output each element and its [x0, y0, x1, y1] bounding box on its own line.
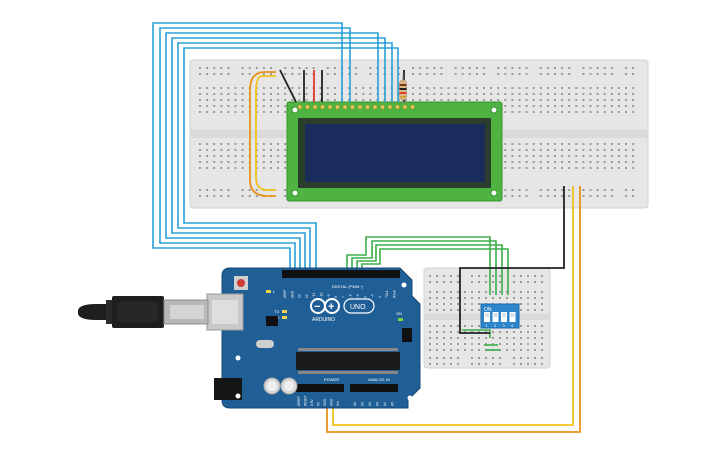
analog-header [350, 384, 398, 392]
pin-label: A5 [391, 402, 395, 406]
breadboard-holes [429, 275, 543, 365]
dip-number-2: 2 [494, 323, 497, 328]
dip-number-4: 4 [511, 323, 514, 328]
pin-label: A0 [353, 402, 357, 406]
dip-on-label: ON [484, 307, 492, 313]
pin-label: GND [323, 398, 327, 406]
led-tx-label: TX [274, 309, 279, 314]
pin-label: ~9 [327, 294, 331, 298]
pin-label: GND [330, 398, 334, 406]
pin-label: 3.3V [310, 399, 314, 406]
pin-label: RX◂0 [393, 290, 397, 298]
pin-label: 8 [334, 296, 338, 298]
pin-label: ~11 [312, 293, 316, 298]
breadboard-column-label: 1 [428, 86, 431, 91]
arduino-uno-board[interactable]: − + ARDUINO UNO DIGITAL (PWM~) POWER ANA… [206, 267, 421, 409]
analog-label: ANALOG IN [368, 377, 390, 382]
reset-button[interactable] [237, 279, 245, 287]
dc-jack [214, 378, 242, 400]
pin-label: 7 [341, 296, 345, 298]
pin-label: 4 [363, 296, 367, 298]
pin-label: 13 [298, 294, 302, 298]
pin-label: 12 [305, 294, 309, 298]
pin-label: ~3 [371, 294, 375, 298]
lcd-module[interactable] [286, 101, 503, 202]
pin-label: 5V [317, 401, 321, 406]
arduino-brand: ARDUINO [312, 317, 335, 323]
svg-text:−: − [314, 301, 320, 313]
pin-label: A1 [361, 402, 365, 406]
pin-label: ~6 [349, 294, 353, 298]
lcd-pin-header [297, 104, 415, 110]
pin-label: AREF [283, 289, 287, 298]
power-header [296, 384, 344, 392]
green-wires [346, 236, 509, 351]
power-label: POWER [324, 377, 339, 382]
arduino-logo: − + [310, 298, 340, 314]
digital-label: DIGITAL (PWM~) [332, 284, 364, 289]
pin-label: RESET [304, 395, 308, 406]
pin-label: A3 [376, 402, 380, 406]
pin-label: A2 [368, 402, 372, 406]
uno-badge [343, 298, 375, 314]
digital-header [282, 270, 400, 278]
pin-label: ~10 [320, 292, 324, 298]
svg-text:+: + [328, 301, 334, 313]
uno-label: UNO [350, 304, 366, 311]
atmega-chip [296, 352, 400, 370]
pin-label: IOREF [297, 396, 301, 406]
pin-label: A4 [383, 402, 387, 406]
dip-switch[interactable]: ON 1 2 3 4 [480, 303, 520, 329]
resistor[interactable] [399, 74, 407, 104]
dip-number-1: 1 [486, 323, 489, 328]
pin-label: TX▸1 [385, 290, 389, 298]
led-l-label: L [273, 289, 276, 294]
pin-label: ~5 [356, 294, 360, 298]
blue-wires [152, 22, 399, 270]
pin-label: 2 [378, 296, 382, 298]
on-led-label: ON [396, 311, 402, 316]
pin-label: GND [290, 290, 294, 298]
dip-number-3: 3 [503, 323, 506, 328]
lcd-screen [305, 124, 485, 182]
pin-label: Vin [336, 401, 340, 406]
usb-cable [78, 296, 209, 328]
